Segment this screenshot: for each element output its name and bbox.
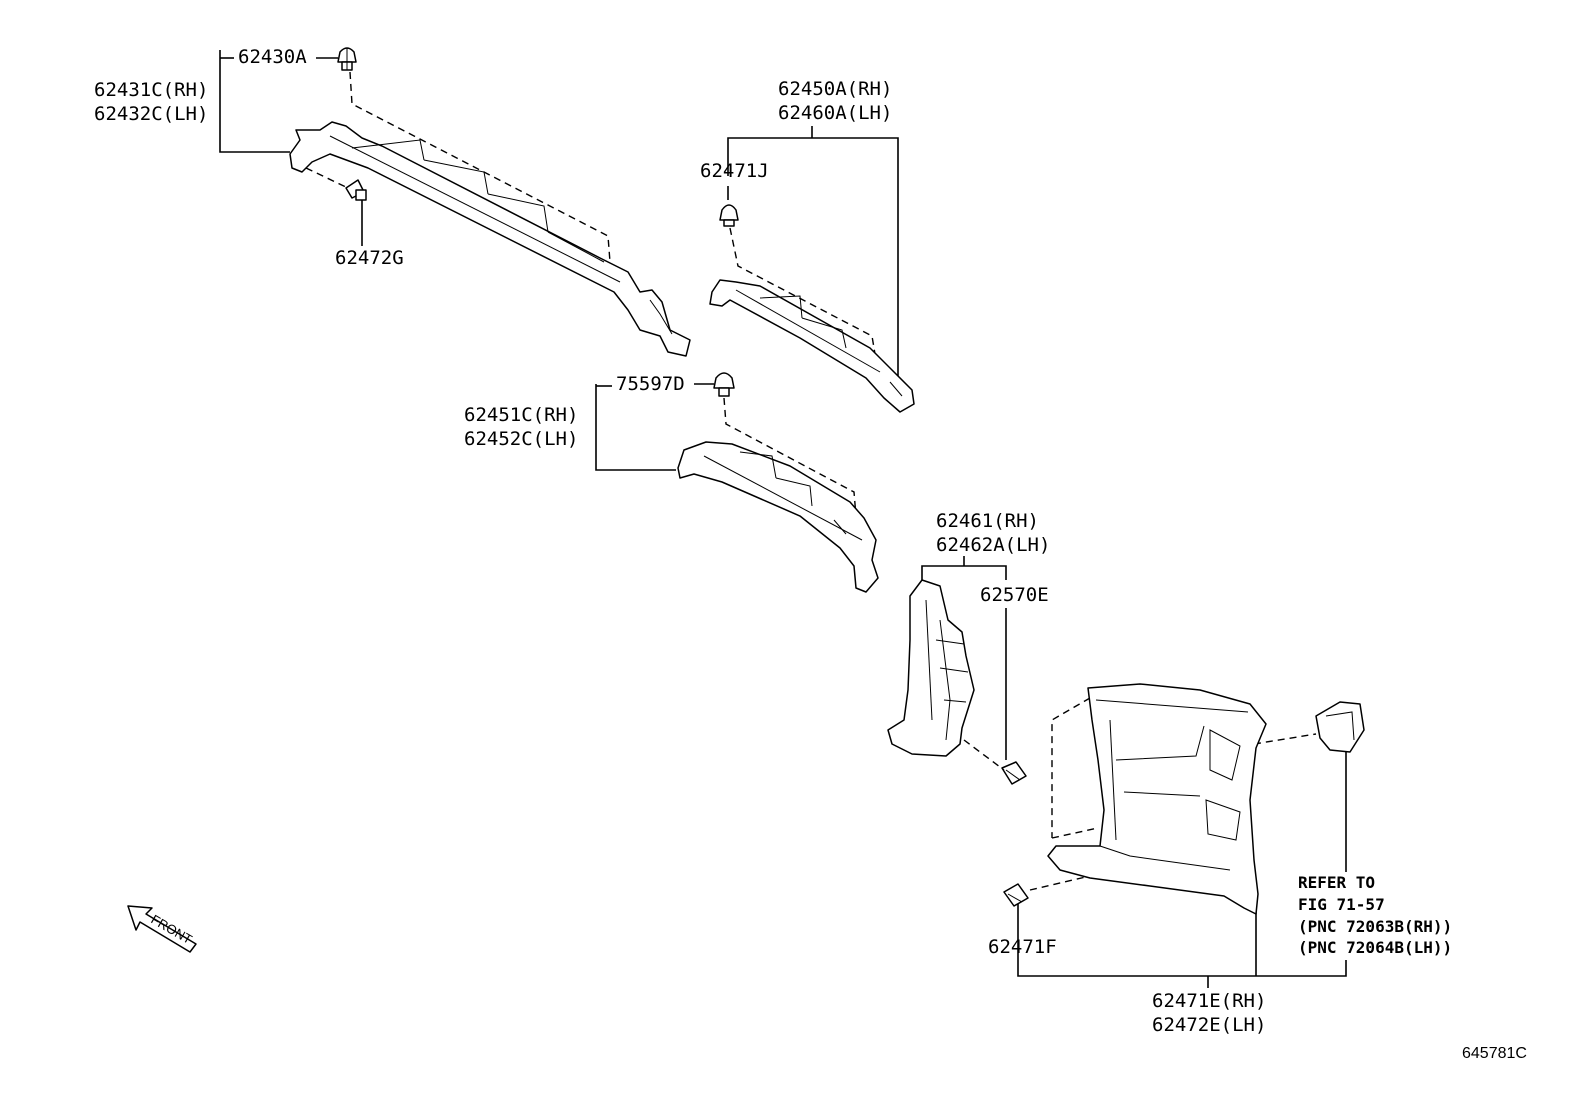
refer-note-line4: (PNC 72064B(LH))	[1298, 938, 1452, 957]
reference-part-72063B	[1315, 701, 1365, 753]
label-62431C: 62431C(RH)	[94, 79, 208, 101]
rail-62431C	[289, 121, 691, 357]
label-62452C: 62452C(LH)	[464, 428, 578, 450]
figure-id: 645781C	[1462, 1045, 1527, 1062]
label-62472G: 62472G	[335, 247, 404, 269]
label-62461: 62461(RH)	[936, 510, 1039, 532]
rail-62450A	[709, 279, 915, 413]
leader-62471E	[1017, 904, 1347, 977]
leader-62451C	[595, 384, 676, 471]
label-62471J: 62471J	[700, 160, 769, 182]
dash-panel-ref	[1253, 733, 1317, 745]
pillar-group: 62461(RH) 62462A(LH) 62570E	[887, 510, 1050, 785]
pillar-62461	[887, 579, 975, 757]
label-62451C: 62451C(RH)	[464, 404, 578, 426]
rail-62451C	[677, 441, 879, 593]
quarter-panel-group: 62471F 62471E(RH) 62472E(LH) REFER TO FI…	[988, 683, 1452, 1036]
label-62432C: 62432C(LH)	[94, 103, 208, 125]
label-62472E: 62472E(LH)	[1152, 1014, 1266, 1036]
leader-62431C	[219, 50, 290, 153]
dash-62430A	[349, 71, 611, 263]
clip-75597D-icon	[713, 372, 735, 397]
label-62460A: 62460A(LH)	[778, 102, 892, 124]
rail-middle-group: 62450A(RH) 62460A(LH) 62471J	[700, 78, 915, 413]
dash-62472G	[305, 167, 349, 189]
refer-note-line3: (PNC 72063B(RH))	[1298, 917, 1452, 936]
clip-62471F-icon	[1003, 883, 1029, 907]
clip-62570E-icon	[1001, 761, 1027, 785]
dash-62471J	[729, 227, 877, 361]
clip-62472G-icon	[345, 179, 367, 201]
label-62471E: 62471E(RH)	[1152, 990, 1266, 1012]
label-62471F: 62471F	[988, 936, 1057, 958]
label-62462A: 62462A(LH)	[936, 534, 1050, 556]
dash-75597D	[723, 397, 857, 517]
dash-panel-inner	[1051, 827, 1099, 839]
rail-upper-group: 62430A 62431C(RH) 62432C(LH) 62472G	[94, 46, 691, 357]
dash-62570E	[963, 739, 1005, 771]
leader-62461	[921, 565, 1007, 580]
label-62450A: 62450A(RH)	[778, 78, 892, 100]
leader-62450A	[727, 137, 899, 378]
label-75597D: 75597D	[616, 373, 685, 395]
label-62570E: 62570E	[980, 584, 1049, 606]
refer-note-line1: REFER TO	[1298, 873, 1375, 892]
front-arrow: FRONT	[127, 905, 197, 953]
refer-note-line2: FIG 71-57	[1298, 895, 1385, 914]
front-arrow-icon	[127, 905, 197, 953]
dash-panel-left	[1051, 697, 1091, 838]
quarter-panel-62471E	[1047, 683, 1267, 915]
clip-62430A-icon	[337, 47, 357, 71]
label-62430A: 62430A	[238, 46, 307, 68]
rail-lower-group: 75597D 62451C(RH) 62452C(LH)	[464, 372, 879, 593]
clip-62471J-icon	[719, 204, 739, 227]
